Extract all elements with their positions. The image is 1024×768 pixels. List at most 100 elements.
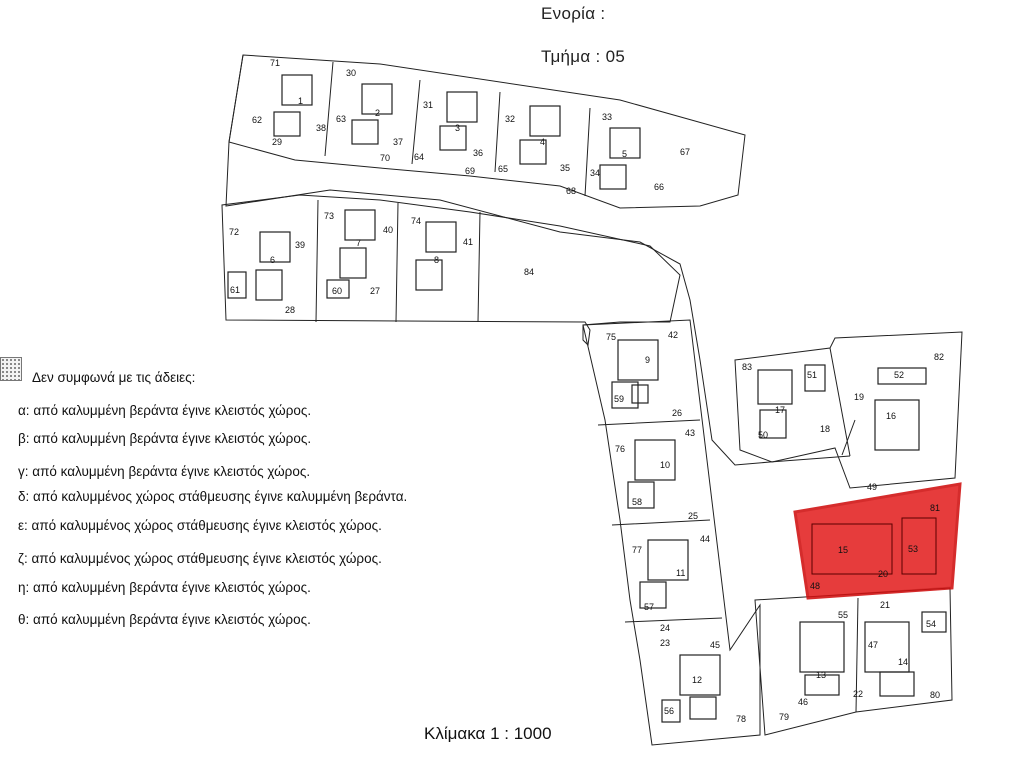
plot-label: 15: [838, 545, 848, 555]
plot-label: 50: [758, 430, 768, 440]
plot-label: 3: [455, 123, 460, 133]
scale-label: Κλίμακα 1 : 1000: [424, 724, 552, 743]
plot-label: 4: [540, 137, 545, 147]
plot-label: 74: [411, 216, 421, 226]
plot-label: 45: [710, 640, 720, 650]
plot-label: 30: [346, 68, 356, 78]
plot-label: 38: [316, 123, 326, 133]
legend-item: γ: από καλυμμένη βεράντα έγινε κλειστός …: [18, 464, 310, 479]
plot-label: 7: [356, 238, 361, 248]
plot-label: 1: [298, 96, 303, 106]
middle-block-dividers: [315, 199, 481, 323]
plot-label: 24: [660, 623, 670, 633]
plot-label: 41: [463, 237, 473, 247]
plot-label: 58: [632, 497, 642, 507]
legend-item-text: από καλυμμένος χώρος στάθμευσης έγινε κλ…: [31, 518, 382, 533]
plot-label: 78: [736, 714, 746, 724]
plot-label: 22: [853, 689, 863, 699]
plot-label: 47: [868, 640, 878, 650]
highlighted-parcel: [793, 482, 962, 600]
legend-item-text: από καλυμμένη βεράντα έγινε κλειστός χώρ…: [33, 580, 311, 595]
plot-labels: 71 30 31 32 33 1 2 3 4 5 62 63 38 37 36 …: [229, 58, 944, 724]
plot-label: 52: [894, 370, 904, 380]
building-footprints: [227, 74, 947, 723]
legend-item-text: από καλυμμένη βεράντα έγινε κλειστός χώρ…: [33, 403, 312, 418]
plot-label: 62: [252, 115, 262, 125]
plot-label: 64: [414, 152, 424, 162]
plot-label: 65: [498, 164, 508, 174]
right-upper-block: [734, 331, 963, 489]
plot-label: 26: [672, 408, 682, 418]
plot-label: 46: [798, 697, 808, 707]
plot-label: 44: [700, 534, 710, 544]
legend-item: δ: από καλυμμένος χώρος στάθμευσης έγινε…: [18, 489, 407, 504]
plot-label: 31: [423, 100, 433, 110]
plot-label: 42: [668, 330, 678, 340]
plot-label: 55: [838, 610, 848, 620]
plot-label: 49: [867, 482, 877, 492]
legend-item-key: α:: [18, 403, 30, 418]
plot-label: 82: [934, 352, 944, 362]
legend-item-text: από καλυμμένος χώρος στάθμευσης έγινε κλ…: [31, 551, 382, 566]
legend-item: ε: από καλυμμένος χώρος στάθμευσης έγινε…: [18, 518, 382, 533]
upper-block-outline: [228, 54, 746, 209]
legend-item: η: από καλυμμένη βεράντα έγινε κλειστός …: [18, 580, 311, 595]
plot-label: 56: [664, 706, 674, 716]
plot-label: 63: [336, 114, 346, 124]
legend-item: β: από καλυμμένη βεράντα έγινε κλειστός …: [18, 431, 311, 446]
left-column-outline: [582, 319, 761, 746]
plot-label: 17: [775, 405, 785, 415]
road-edge-upper: [225, 141, 851, 466]
plot-label: 28: [285, 305, 295, 315]
legend-item: θ: από καλυμμένη βεράντα έγινε κλειστός …: [18, 612, 311, 627]
plot-label: 5: [622, 149, 627, 159]
plot-label: 2: [375, 108, 380, 118]
plot-label: 32: [505, 114, 515, 124]
plot-label: 27: [370, 286, 380, 296]
plot-label: 73: [324, 211, 334, 221]
legend-item-key: ε:: [18, 518, 28, 533]
plot-label: 19: [854, 392, 864, 402]
plot-label: 71: [270, 58, 280, 68]
plot-label: 16: [886, 411, 896, 421]
plot-label: 13: [816, 670, 826, 680]
plot-label: 29: [272, 137, 282, 147]
plot-label: 43: [685, 428, 695, 438]
legend-item-text: από καλυμμένη βεράντα έγινε κλειστός χώρ…: [33, 612, 311, 627]
plot-label: 84: [524, 267, 534, 277]
plot-label: 51: [807, 370, 817, 380]
legend-item-text: από καλυμμένος χώρος στάθμευσης έγινε κα…: [33, 489, 408, 504]
plot-label: 20: [878, 569, 888, 579]
plot-label: 70: [380, 153, 390, 163]
plot-label: 35: [560, 163, 570, 173]
plot-label: 53: [908, 544, 918, 554]
legend-item: ζ: από καλυμμένος χώρος στάθμευσης έγινε…: [18, 551, 382, 566]
plot-label: 75: [606, 332, 616, 342]
plot-label: 25: [688, 511, 698, 521]
legend-item-key: ζ:: [18, 551, 28, 566]
plot-label: 68: [566, 186, 576, 196]
plot-label: 23: [660, 638, 670, 648]
plot-label: 61: [230, 285, 240, 295]
plot-label: 60: [332, 286, 342, 296]
plot-label: 79: [779, 712, 789, 722]
plot-label: 36: [473, 148, 483, 158]
plot-label: 39: [295, 240, 305, 250]
plot-label: 48: [810, 581, 820, 591]
plot-label: 11: [676, 568, 685, 578]
plot-label: 18: [820, 424, 830, 434]
legend-item: α: από καλυμμένη βεράντα έγινε κλειστός …: [18, 403, 311, 418]
plot-label: 83: [742, 362, 752, 372]
plot-label: 33: [602, 112, 612, 122]
section-label: Τμήμα : 05: [541, 47, 626, 66]
plot-label: 77: [632, 545, 642, 555]
plot-label: 6: [270, 255, 275, 265]
legend-item-key: β:: [18, 431, 30, 446]
plot-label: 80: [930, 690, 940, 700]
legend-item-text: από καλυμμένη βεράντα έγινε κλειστός χώρ…: [33, 431, 312, 446]
plot-label: 67: [680, 147, 690, 157]
highlighted-buildings: [811, 517, 937, 575]
plot-label: 8: [434, 255, 439, 265]
plot-label: 81: [930, 503, 940, 513]
